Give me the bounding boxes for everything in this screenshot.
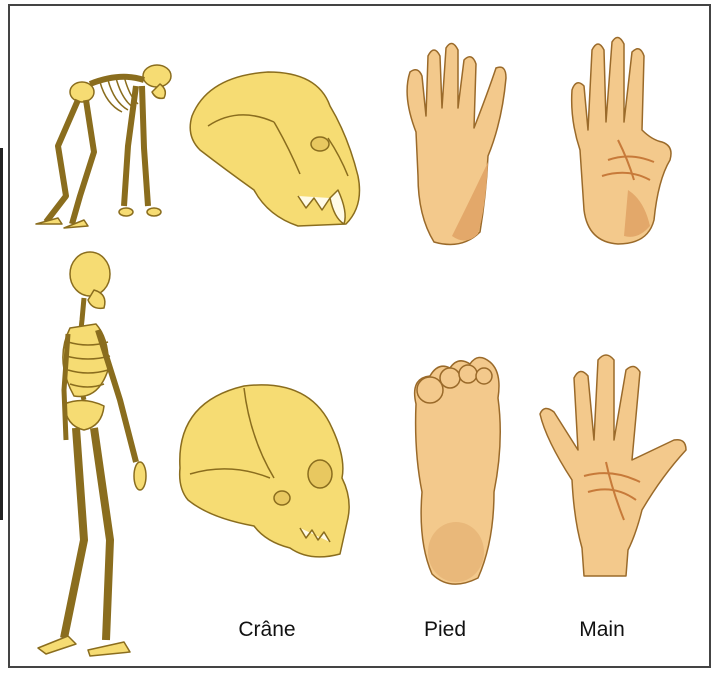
human-hand	[532, 350, 702, 580]
figure-frame	[8, 4, 711, 668]
hand-caption: Main	[542, 618, 662, 642]
ape-skull	[178, 66, 368, 236]
human-skeleton	[24, 250, 154, 660]
ape-foot	[392, 36, 522, 256]
ape-hand	[558, 30, 688, 260]
scan-edge-line	[0, 148, 3, 520]
foot-caption: Pied	[385, 618, 505, 642]
ape-skeleton	[20, 56, 180, 236]
skull-caption: Crâne	[207, 618, 327, 642]
human-skull	[170, 378, 360, 568]
human-foot	[406, 352, 506, 592]
